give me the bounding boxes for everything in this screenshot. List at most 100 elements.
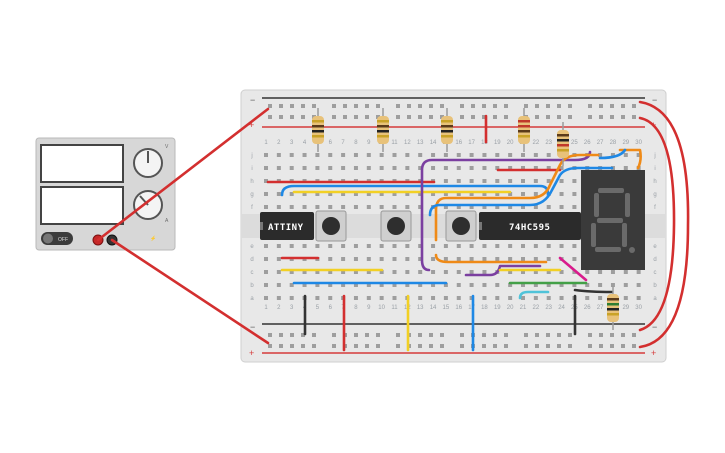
breadboard-hole[interactable] bbox=[276, 205, 281, 209]
breadboard-hole[interactable] bbox=[315, 283, 320, 287]
breadboard-hole[interactable] bbox=[354, 104, 358, 108]
breadboard-hole[interactable] bbox=[341, 270, 346, 274]
breadboard-hole[interactable] bbox=[599, 104, 603, 108]
breadboard-hole[interactable] bbox=[598, 283, 603, 287]
breadboard-hole[interactable] bbox=[276, 270, 281, 274]
breadboard-hole[interactable] bbox=[332, 104, 336, 108]
breadboard-hole[interactable] bbox=[328, 257, 333, 261]
breadboard-hole[interactable] bbox=[443, 283, 448, 287]
breadboard-hole[interactable] bbox=[521, 257, 525, 261]
breadboard-hole[interactable] bbox=[290, 104, 294, 108]
breadboard-hole[interactable] bbox=[546, 179, 551, 183]
breadboard-hole[interactable] bbox=[482, 333, 486, 337]
breadboard-hole[interactable] bbox=[533, 192, 538, 196]
breadboard-hole[interactable] bbox=[535, 344, 539, 348]
breadboard-hole[interactable] bbox=[443, 192, 448, 196]
breadboard-hole[interactable] bbox=[379, 270, 384, 274]
breadboard-hole[interactable] bbox=[429, 115, 433, 119]
breadboard-hole[interactable] bbox=[443, 296, 448, 300]
breadboard-hole[interactable] bbox=[405, 270, 410, 274]
breadboard-hole[interactable] bbox=[366, 244, 371, 248]
breadboard-hole[interactable] bbox=[469, 179, 474, 183]
breadboard-hole[interactable] bbox=[482, 166, 487, 170]
breadboard-hole[interactable] bbox=[636, 153, 641, 157]
breadboard-hole[interactable] bbox=[508, 205, 513, 209]
breadboard-hole[interactable] bbox=[289, 205, 294, 209]
breadboard-hole[interactable] bbox=[546, 344, 550, 348]
breadboard-hole[interactable] bbox=[456, 205, 461, 209]
breadboard-hole[interactable] bbox=[354, 333, 358, 337]
breadboard-hole[interactable] bbox=[598, 153, 603, 157]
breadboard-hole[interactable] bbox=[535, 115, 539, 119]
breadboard-hole[interactable] bbox=[418, 344, 422, 348]
breadboard-hole[interactable] bbox=[572, 283, 577, 287]
breadboard-hole[interactable] bbox=[443, 153, 448, 157]
breadboard-hole[interactable] bbox=[443, 205, 448, 209]
breadboard-hole[interactable] bbox=[366, 283, 371, 287]
breadboard-hole[interactable] bbox=[279, 104, 283, 108]
breadboard-hole[interactable] bbox=[405, 283, 410, 287]
breadboard-hole[interactable] bbox=[524, 104, 528, 108]
breadboard-hole[interactable] bbox=[379, 283, 384, 287]
breadboard-hole[interactable] bbox=[559, 270, 564, 274]
breadboard-hole[interactable] bbox=[302, 166, 307, 170]
breadboard-hole[interactable] bbox=[504, 333, 508, 337]
breadboard-hole[interactable] bbox=[289, 270, 294, 274]
breadboard-hole[interactable] bbox=[504, 344, 508, 348]
breadboard-hole[interactable] bbox=[268, 344, 272, 348]
breadboard-hole[interactable] bbox=[315, 244, 320, 248]
breadboard-hole[interactable] bbox=[443, 166, 448, 170]
breadboard-hole[interactable] bbox=[460, 344, 464, 348]
breadboard-hole[interactable] bbox=[621, 104, 625, 108]
breadboard-hole[interactable] bbox=[572, 179, 577, 183]
breadboard-hole[interactable] bbox=[632, 104, 636, 108]
breadboard-hole[interactable] bbox=[343, 115, 347, 119]
breadboard-hole[interactable] bbox=[572, 257, 577, 261]
breadboard-hole[interactable] bbox=[418, 192, 423, 196]
breadboard-hole[interactable] bbox=[440, 104, 444, 108]
wire-blue-long[interactable] bbox=[428, 166, 614, 217]
breadboard-hole[interactable] bbox=[379, 166, 384, 170]
breadboard-hole[interactable] bbox=[636, 270, 641, 274]
breadboard-hole[interactable] bbox=[376, 333, 380, 337]
breadboard-hole[interactable] bbox=[379, 205, 384, 209]
breadboard-hole[interactable] bbox=[279, 333, 283, 337]
breadboard-hole[interactable] bbox=[418, 166, 423, 170]
breadboard-hole[interactable] bbox=[456, 179, 461, 183]
wire-purple-bottom[interactable] bbox=[464, 264, 542, 277]
breadboard-hole[interactable] bbox=[301, 344, 305, 348]
breadboard-hole[interactable] bbox=[533, 257, 538, 261]
breadboard-hole[interactable] bbox=[289, 283, 294, 287]
breadboard-hole[interactable] bbox=[599, 333, 603, 337]
breadboard-hole[interactable] bbox=[621, 333, 625, 337]
breadboard-hole[interactable] bbox=[289, 192, 294, 196]
breadboard-hole[interactable] bbox=[495, 153, 500, 157]
breadboard-hole[interactable] bbox=[315, 270, 320, 274]
breadboard-hole[interactable] bbox=[343, 104, 347, 108]
wire-pink[interactable] bbox=[558, 256, 588, 282]
breadboard-hole[interactable] bbox=[315, 153, 320, 157]
breadboard-hole[interactable] bbox=[392, 283, 397, 287]
breadboard-hole[interactable] bbox=[379, 244, 384, 248]
breadboard-hole[interactable] bbox=[546, 205, 551, 209]
breadboard-hole[interactable] bbox=[508, 153, 513, 157]
breadboard-hole[interactable] bbox=[392, 205, 397, 209]
breadboard-hole[interactable] bbox=[431, 244, 436, 248]
breadboard-hole[interactable] bbox=[632, 344, 636, 348]
breadboard-hole[interactable] bbox=[392, 257, 397, 261]
breadboard-hole[interactable] bbox=[469, 270, 474, 274]
breadboard-hole[interactable] bbox=[535, 333, 539, 337]
breadboard-hole[interactable] bbox=[585, 283, 590, 287]
breadboard-hole[interactable] bbox=[521, 179, 525, 183]
resistor[interactable] bbox=[441, 108, 453, 152]
breadboard-hole[interactable] bbox=[315, 166, 320, 170]
breadboard-hole[interactable] bbox=[392, 153, 397, 157]
breadboard-hole[interactable] bbox=[407, 115, 411, 119]
breadboard-hole[interactable] bbox=[508, 244, 513, 248]
breadboard-hole[interactable] bbox=[276, 296, 281, 300]
breadboard-hole[interactable] bbox=[482, 244, 487, 248]
breadboard-hole[interactable] bbox=[392, 192, 397, 196]
breadboard-hole[interactable] bbox=[268, 104, 272, 108]
breadboard-hole[interactable] bbox=[557, 333, 561, 337]
pushbutton-2[interactable] bbox=[380, 210, 412, 242]
